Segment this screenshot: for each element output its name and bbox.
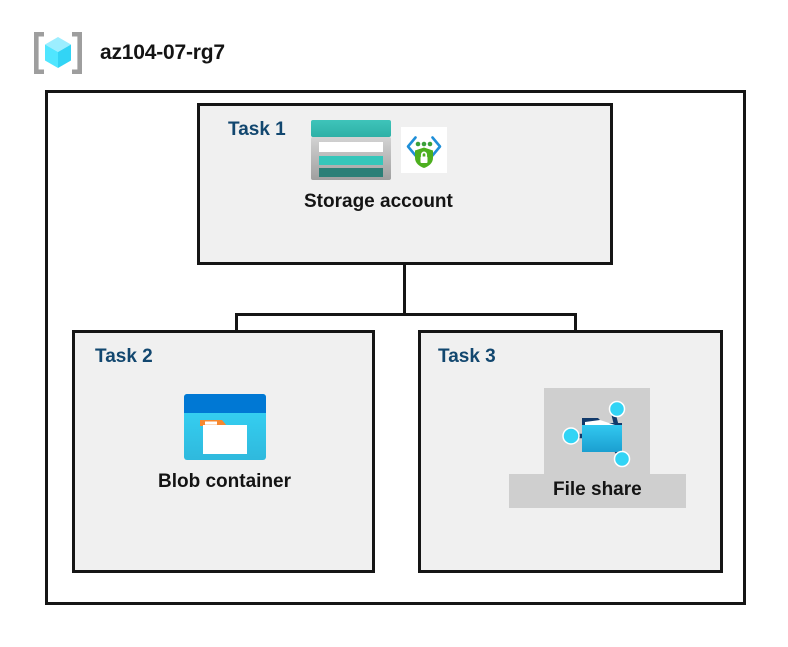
blob-container-icon	[182, 392, 268, 462]
resource-group-icon	[30, 28, 86, 78]
node-storage-account-caption: Storage account	[304, 191, 453, 212]
task-label-2: Task 2	[95, 346, 153, 367]
page-title: az104-07-rg7	[100, 41, 225, 64]
connector-horizontal-bar	[235, 313, 577, 316]
node-file-share-caption: File share	[509, 474, 686, 508]
node-file-share[interactable]: File share	[509, 388, 686, 508]
node-storage-account-icons	[309, 118, 448, 182]
node-storage-account[interactable]: Storage account	[298, 118, 459, 215]
task-label-1: Task 1	[228, 119, 286, 140]
node-blob-container-caption: Blob container	[158, 471, 292, 492]
task-label-3: Task 3	[438, 346, 496, 367]
resource-group-header: az104-07-rg7	[30, 28, 225, 78]
private-endpoint-icon	[401, 127, 448, 173]
storage-account-icon	[309, 118, 393, 182]
node-blob-container[interactable]: Blob container	[152, 392, 297, 495]
connector-storage-trunk	[403, 265, 406, 315]
node-blob-container-icons	[182, 392, 268, 462]
node-file-share-icons	[544, 388, 651, 474]
file-share-icon	[558, 394, 636, 470]
